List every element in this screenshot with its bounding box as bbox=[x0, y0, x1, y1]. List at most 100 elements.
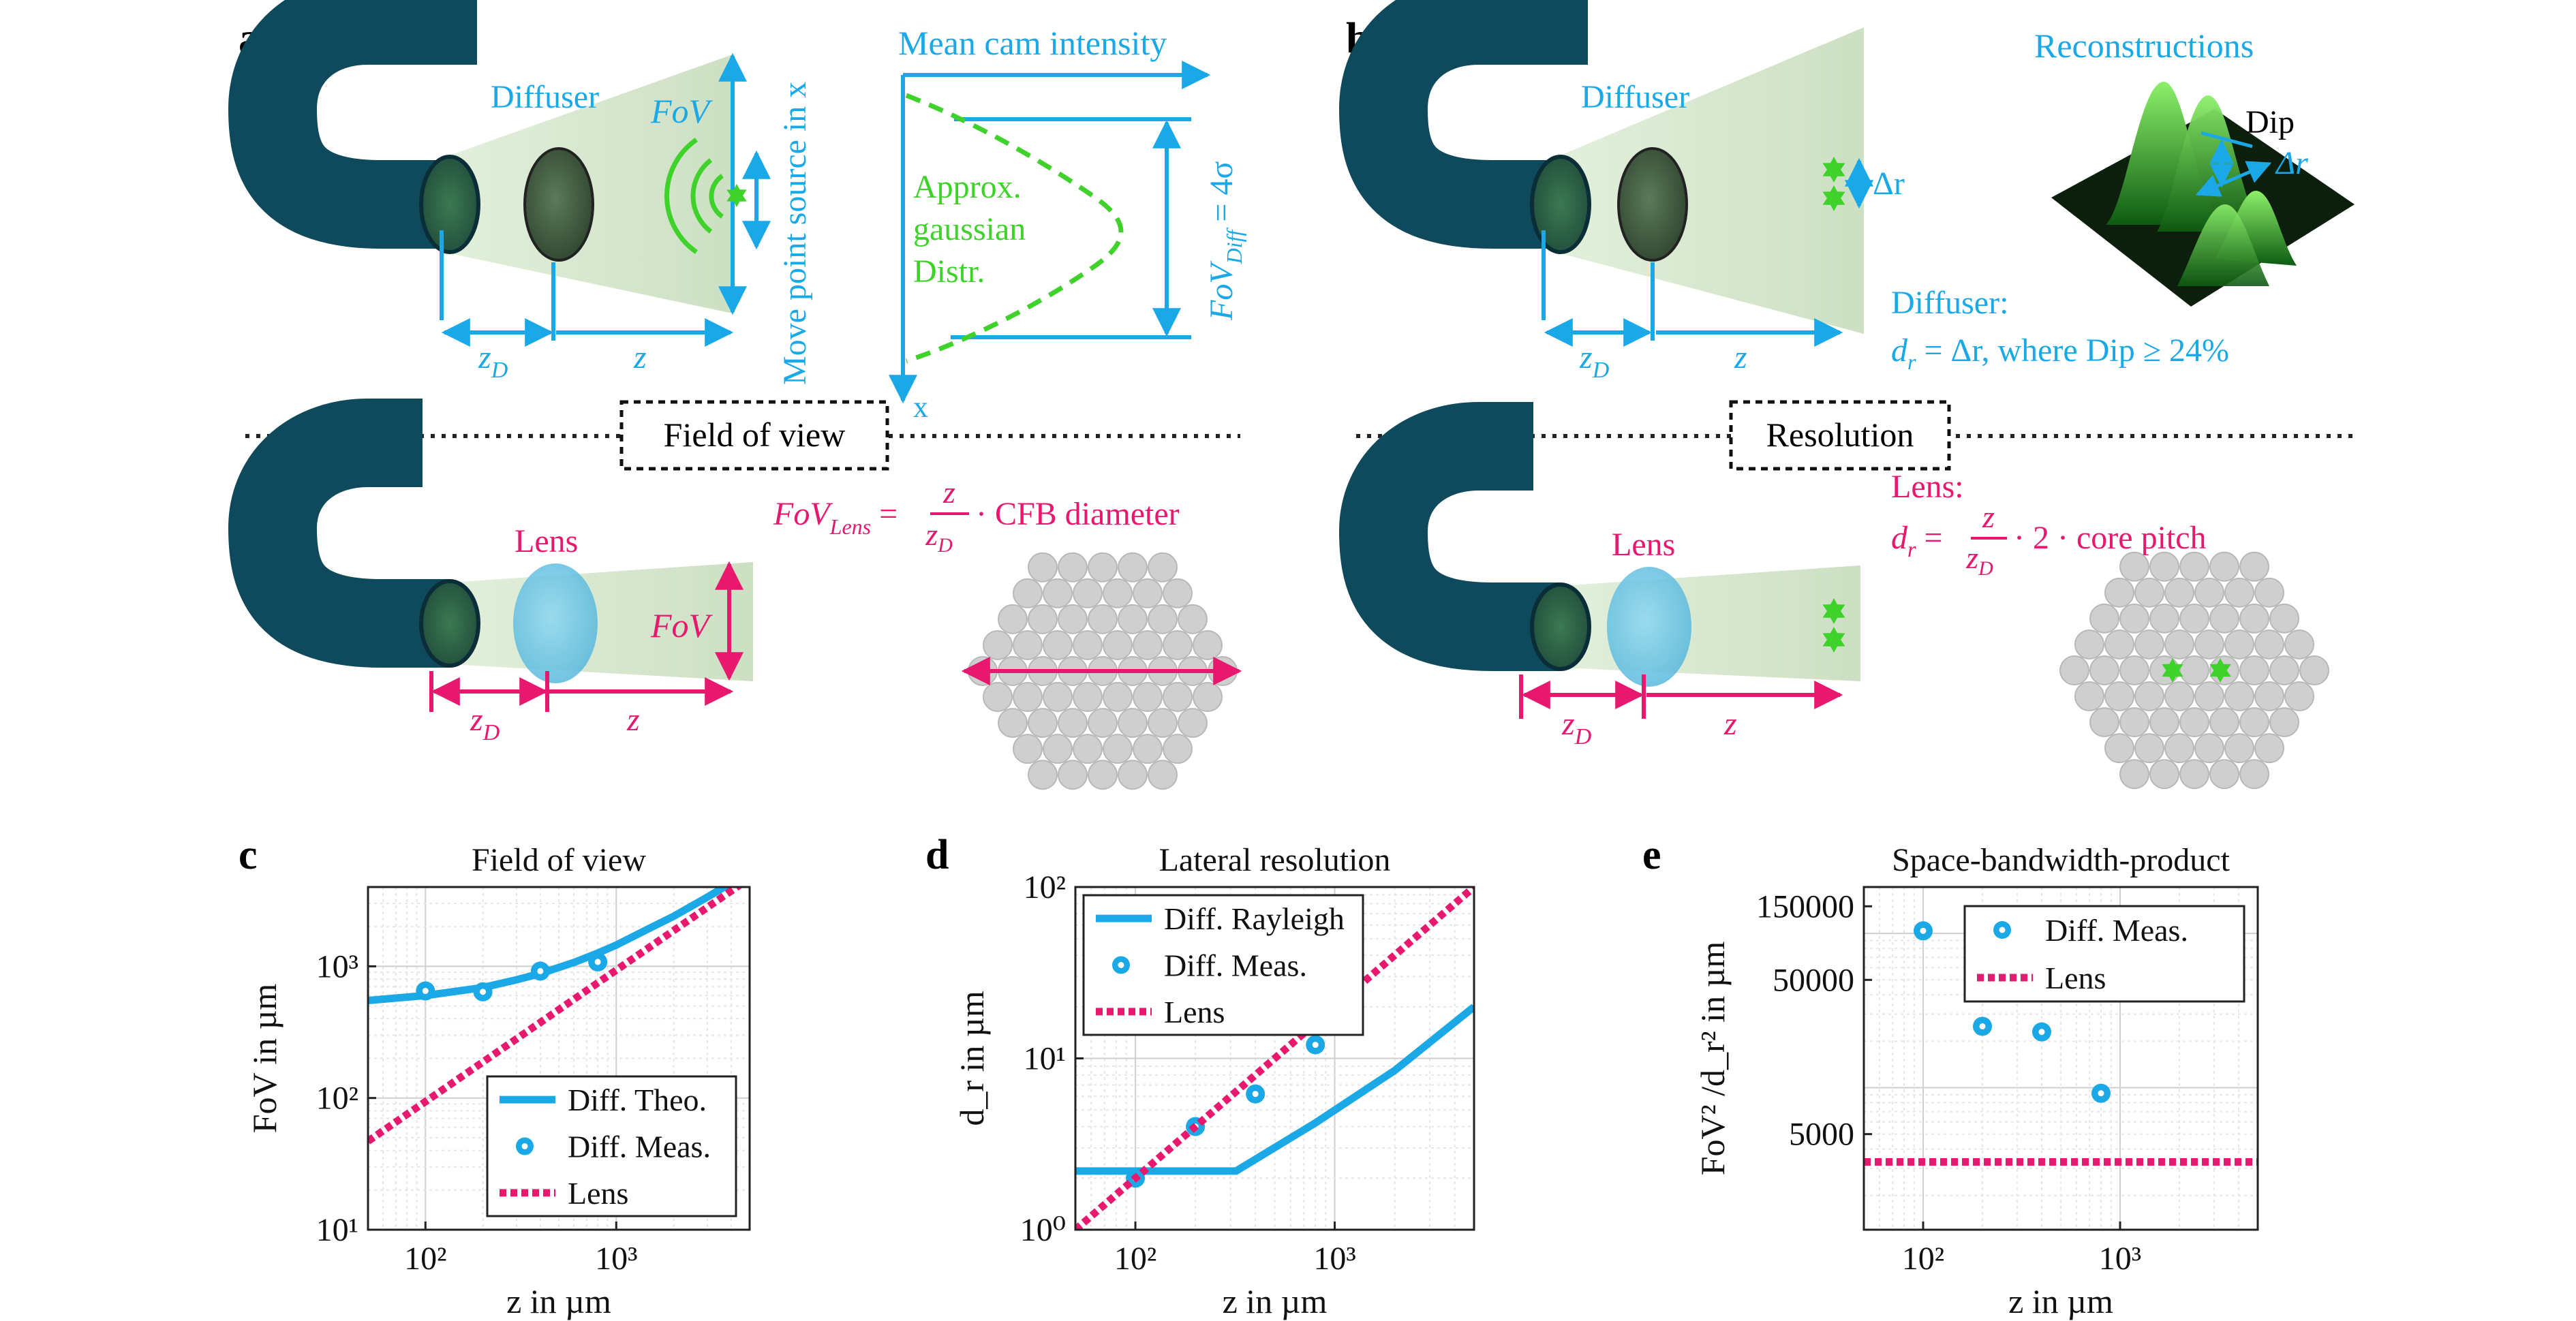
plot-frame bbox=[1862, 886, 2259, 1231]
fiber-core bbox=[1133, 682, 1163, 713]
x-tick-label: 10³ bbox=[2099, 1241, 2141, 1277]
fiber-core bbox=[2134, 681, 2164, 712]
fiber-core bbox=[998, 708, 1028, 739]
fiber-core bbox=[983, 630, 1013, 660]
fiber-core bbox=[2254, 681, 2284, 712]
fiber-core bbox=[2074, 681, 2104, 712]
fiber-core bbox=[1073, 578, 1103, 608]
svg-text:zD: zD bbox=[1965, 540, 1993, 580]
y-tick-label: 10¹ bbox=[316, 1212, 358, 1248]
fiber-core bbox=[2104, 681, 2134, 712]
fiber-core bbox=[1028, 708, 1058, 739]
fiber-core bbox=[2224, 577, 2254, 608]
legend-label: Diff. Meas. bbox=[2045, 913, 2188, 948]
fiber-core bbox=[2059, 655, 2089, 685]
panel-c-letter: c bbox=[239, 832, 258, 878]
fiber-core bbox=[1013, 682, 1043, 713]
fiber-core bbox=[2179, 759, 2209, 790]
panel-d-letter: d bbox=[925, 832, 949, 878]
lens-label: Lens bbox=[515, 523, 578, 559]
fiber-core bbox=[2179, 551, 2209, 582]
legend-marker-center bbox=[1118, 962, 1124, 968]
fiber-core bbox=[2134, 733, 2164, 764]
fiber-core bbox=[2224, 629, 2254, 659]
panel-e-letter: e bbox=[1642, 832, 1661, 878]
x-tick-label: 10² bbox=[404, 1241, 446, 1277]
fiber-core bbox=[2164, 629, 2194, 659]
fiber-core bbox=[2254, 629, 2284, 659]
fov-diff-main: FoV bbox=[1203, 261, 1240, 321]
fiber-core bbox=[1043, 578, 1073, 608]
fiber-core bbox=[2179, 603, 2209, 634]
fiber-core bbox=[1043, 630, 1073, 660]
fiber-core bbox=[2209, 551, 2239, 582]
fiber-core bbox=[1028, 760, 1058, 790]
chart-title: Lateral resolution bbox=[1159, 842, 1391, 878]
data-point-center bbox=[2038, 1029, 2045, 1036]
fiber-core bbox=[998, 604, 1028, 634]
series-line bbox=[368, 887, 743, 1145]
legend-label: Diff. Theo. bbox=[568, 1083, 707, 1117]
fiber-core bbox=[1103, 734, 1133, 764]
fiber-core bbox=[1073, 682, 1103, 713]
y-tick-label: 150000 bbox=[1756, 888, 1854, 924]
fov-lens-rest: · CFB diameter bbox=[976, 496, 1180, 532]
fiber-core bbox=[2239, 551, 2269, 582]
svg-text:FoVLens =: FoVLens = bbox=[773, 496, 898, 539]
fiber-tube bbox=[228, 0, 450, 249]
frac-den-b: z bbox=[1965, 540, 1978, 575]
diffuser-label: Diffuser bbox=[491, 79, 599, 115]
svg-text:d: d bbox=[925, 832, 949, 878]
fiber-core bbox=[2164, 733, 2194, 764]
fiber-core bbox=[1163, 682, 1193, 713]
x-tick-label: 10³ bbox=[595, 1241, 637, 1277]
fiber-core bbox=[1103, 578, 1133, 608]
y-tick-label: 10² bbox=[1024, 869, 1066, 905]
y-axis-label: d_r in µm bbox=[953, 991, 991, 1125]
fiber-core bbox=[2194, 681, 2224, 712]
delta-r-label: Δr bbox=[1873, 166, 1905, 202]
y-tick-label: 10⁰ bbox=[1020, 1212, 1066, 1248]
divider-a-label: Field of view bbox=[664, 416, 846, 454]
reconstructions-label: Reconstructions bbox=[2034, 27, 2254, 65]
intensity-title: Mean cam intensity bbox=[898, 24, 1167, 62]
fiber-core bbox=[1058, 708, 1088, 739]
y-tick-label: 10² bbox=[316, 1081, 358, 1117]
data-point-center bbox=[1920, 927, 1927, 934]
fiber-core bbox=[1058, 552, 1088, 582]
fiber-core bbox=[1088, 760, 1118, 790]
zd-label-b: z bbox=[1579, 339, 1593, 375]
fiber-core bbox=[983, 682, 1013, 713]
fiber-core bbox=[1148, 552, 1178, 582]
legend-marker-center bbox=[1999, 927, 2006, 933]
fiber-core bbox=[2239, 707, 2269, 738]
diffuser-disc bbox=[523, 147, 594, 262]
fiber-core bbox=[1133, 630, 1163, 660]
diff-eq-rest: = Δr, where Dip ≥ 24% bbox=[1916, 332, 2229, 369]
frac-den-a: z bbox=[925, 517, 938, 552]
data-point-center bbox=[537, 967, 544, 974]
chart-title: Field of view bbox=[472, 842, 646, 878]
fiber-core bbox=[1133, 578, 1163, 608]
fiber-core bbox=[1148, 760, 1178, 790]
legend-marker-center bbox=[521, 1143, 528, 1149]
dip-label: Dip bbox=[2245, 104, 2295, 140]
panel-b-bottom: Lens zD z Lens: dr = z zD · 2 · core pit… bbox=[1338, 402, 2329, 790]
gaussian-line-3: Distr. bbox=[913, 253, 985, 290]
zd-label-b-lens: z bbox=[1561, 706, 1575, 742]
divider-b-label: Resolution bbox=[1766, 416, 1914, 454]
data-point-center bbox=[480, 989, 487, 995]
fiber-core bbox=[2239, 759, 2269, 790]
fov-label: FoV bbox=[650, 92, 714, 130]
fiber-core bbox=[1118, 552, 1148, 582]
fiber-core bbox=[2119, 551, 2149, 582]
y-axis-label: FoV in µm bbox=[245, 984, 283, 1134]
fiber-core bbox=[2209, 707, 2239, 738]
fiber-core bbox=[2104, 577, 2134, 608]
delta-r2-label: Δr bbox=[2275, 145, 2308, 181]
y-axis-label: FoV² /d_r² in µm bbox=[1693, 942, 1732, 1176]
fiber-core bbox=[1103, 682, 1133, 713]
